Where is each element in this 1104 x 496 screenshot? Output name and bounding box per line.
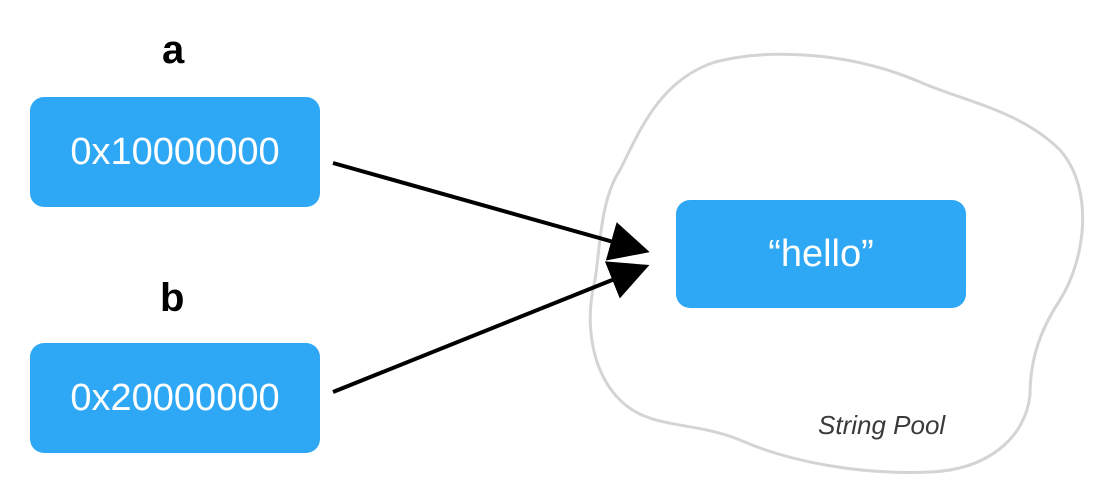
arrow-b-to-hello <box>332 261 650 394</box>
arrow-a-to-hello <box>332 161 650 261</box>
string-pool-outline <box>588 52 1085 474</box>
variable-b-label: b <box>160 276 185 320</box>
variable-a-label: a <box>162 28 185 72</box>
variable-b-address-box: 0x20000000 <box>30 343 320 453</box>
variable-a-address-box: 0x10000000 <box>30 97 320 207</box>
hello-string-box: “hello” <box>676 200 966 308</box>
string-pool-label: String Pool <box>818 410 946 440</box>
